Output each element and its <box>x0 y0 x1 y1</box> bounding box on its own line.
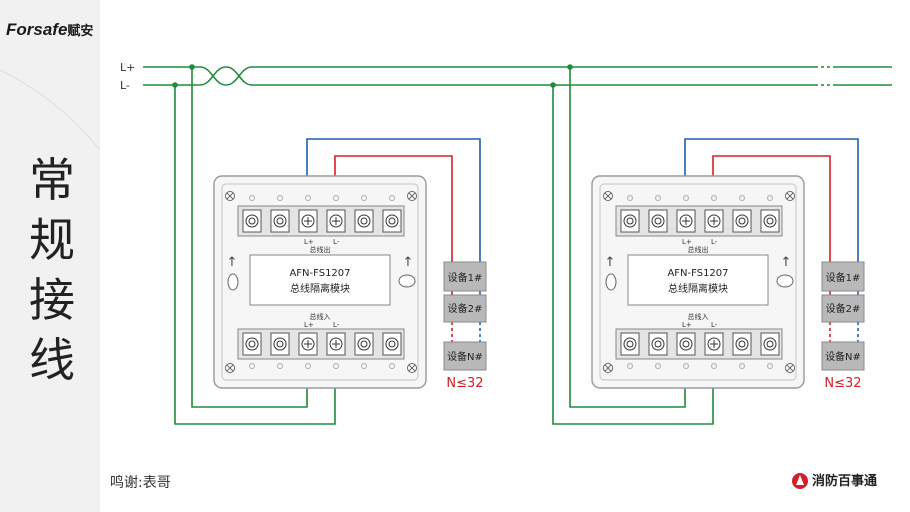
module-1-input-wires <box>174 67 336 425</box>
device-label: 设备2# <box>826 302 861 315</box>
bus-label-minus: L- <box>120 79 130 92</box>
device-label: 设备N# <box>825 350 861 363</box>
module-1-bottom-lplus: L+ <box>304 321 314 329</box>
module-1-in-label: 总线入 <box>310 312 331 321</box>
device-label: 设备N# <box>447 350 483 363</box>
module-1-out-plus-wire <box>334 155 453 262</box>
module-1-out-label: 总线出 <box>310 245 331 254</box>
module-2-name: 总线隔离模块 <box>668 282 728 295</box>
module-2-out-plus-wire <box>712 155 831 262</box>
module-1-right-arrow-icon: ↑ <box>403 255 414 270</box>
module-2-bottom-terminals <box>620 332 780 356</box>
footer-logo-text: 消防百事通 <box>812 474 878 489</box>
module-2-out-minus-wire <box>684 138 859 262</box>
device-label: 设备2# <box>448 302 483 315</box>
module-1-name: 总线隔离模块 <box>290 282 350 295</box>
decor-arc <box>0 69 101 151</box>
module-1-model: AFN-FS1207 <box>289 268 350 279</box>
module-2-in-label: 总线入 <box>688 312 709 321</box>
module-1-bottom-terminals <box>242 332 402 356</box>
module-1: L+ L- 总线出 ↑ ↑ AFN-FS1207 总线隔离模块 总线入 L+ L… <box>172 64 487 425</box>
module-1-top-lminus: L- <box>333 238 340 246</box>
module-2-bottom-lminus: L- <box>711 321 718 329</box>
footer-logo: 消防百事通 <box>790 470 877 489</box>
device-label: 设备1# <box>826 271 861 284</box>
module-2-count-note: N≤32 <box>824 376 861 391</box>
module-1-top-lplus: L+ <box>304 238 314 246</box>
module-2-devices: 设备1# 设备2# 设备N# <box>821 261 865 371</box>
module-2-top-terminals <box>620 209 780 233</box>
title-char: 常 <box>29 153 75 207</box>
module-1-count-note: N≤32 <box>446 376 483 391</box>
title-char: 规 <box>29 213 75 267</box>
device-label: 设备1# <box>448 271 483 284</box>
module-2-right-arrow-icon: ↑ <box>781 255 792 270</box>
side-panel: Forsafe赋安 常 规 接 线 <box>0 0 100 512</box>
module-1-left-arrow-icon: ↑ <box>227 255 238 270</box>
module-1-bottom-lminus: L- <box>333 321 340 329</box>
credit-text: 鸣谢:表哥 <box>110 475 171 491</box>
module-2-left-arrow-icon: ↑ <box>605 255 616 270</box>
module-1-devices: 设备1# 设备2# 设备N# <box>443 261 487 371</box>
module-2-bottom-lplus: L+ <box>682 321 692 329</box>
brand-latin: Forsafe <box>6 20 68 39</box>
brand-logo: Forsafe赋安 <box>6 20 93 40</box>
module-2-input-wires <box>552 67 714 425</box>
module-2-top-lplus: L+ <box>682 238 692 246</box>
module-2-top-lminus: L- <box>711 238 718 246</box>
module-2-model: AFN-FS1207 <box>667 268 728 279</box>
page-title: 常 规 接 线 <box>24 150 80 390</box>
module-2: L+ L- 总线出 ↑ ↑ AFN-FS1207 总线隔离模块 总线入 L+ L… <box>550 64 865 425</box>
module-2-out-label: 总线出 <box>688 245 709 254</box>
module-1-out-minus-wire <box>306 138 481 262</box>
title-char: 接 <box>29 273 75 327</box>
module-1-top-terminals <box>242 209 402 233</box>
brand-cn: 赋安 <box>67 23 94 38</box>
bus-lines <box>143 66 892 86</box>
title-char: 线 <box>29 333 75 387</box>
bus-label-plus: L+ <box>120 61 135 74</box>
fire-logo-icon <box>792 473 808 489</box>
